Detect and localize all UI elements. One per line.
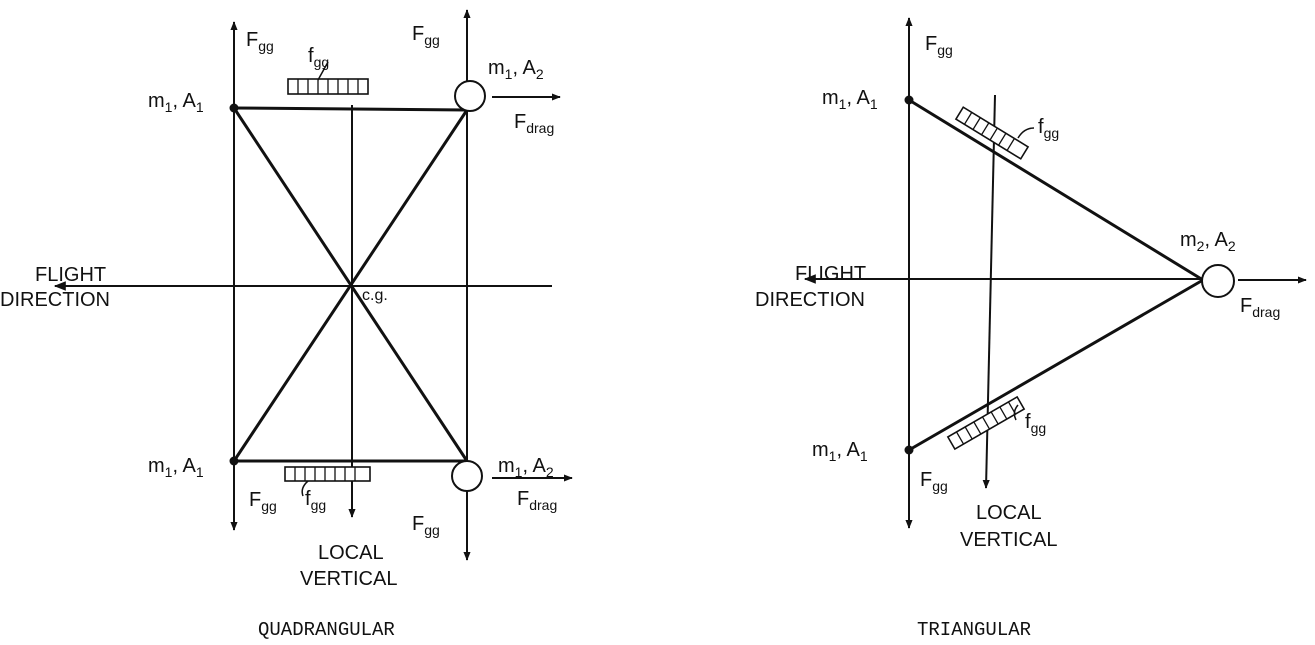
quad-mass-m1-bottom-left: [229, 456, 239, 466]
quad-label-m1-a2-top: m1, A2: [488, 57, 544, 82]
tri-caption: TRIANGULAR: [917, 619, 1031, 641]
tri-label-m1-a1-bottom: m1, A1: [812, 439, 868, 464]
quad-label-local: LOCAL: [318, 542, 384, 564]
quad-boom-top-icon: [287, 78, 369, 95]
quad-label-fgg-boom-bottom: fgg: [305, 488, 326, 513]
tri-boom-bottom-icon: [946, 395, 1026, 451]
tri-label-vertical: VERTICAL: [960, 529, 1057, 551]
quad-mass-m1-top-right: [454, 80, 486, 112]
tri-bottom-tether: [908, 278, 1204, 452]
quad-label-fdrag-top: Fdrag: [514, 111, 554, 136]
tri-top-tether: [908, 98, 1204, 282]
tri-mass-m1-bottom: [904, 445, 914, 455]
quad-fgg-bottom-leader: [301, 480, 309, 497]
quad-label-flight: FLIGHT: [35, 264, 106, 286]
quad-label-fgg-top-left: Fgg: [246, 29, 274, 54]
tri-label-fgg-boom-bottom: fgg: [1025, 411, 1046, 436]
quad-label-fdrag-bottom: Fdrag: [517, 488, 557, 513]
quad-fgg-top-leader: [317, 61, 329, 81]
quad-label-m1-a1-bottom: m1, A1: [148, 455, 204, 480]
tri-mass-m2: [1201, 264, 1235, 298]
quad-label-cg: c.g.: [362, 287, 388, 304]
triangular-diagram: Fgg m1, A1 fgg m2, A2 Fdrag FLIGHT DIREC…: [755, 17, 1307, 641]
tri-fgg-top-leader: [1017, 127, 1035, 139]
tri-label-fgg-bottom: Fgg: [920, 469, 948, 494]
tri-boom-top-icon: [954, 106, 1030, 160]
tri-label-direction: DIRECTION: [755, 289, 865, 311]
quad-label-fgg-bottom-right: Fgg: [412, 513, 440, 538]
quad-label-fgg-top-right: Fgg: [412, 23, 440, 48]
tri-label-fgg-boom-top: fgg: [1038, 116, 1059, 141]
quadrangular-diagram: Fgg fgg Fgg m1, A1 m1, A2 Fdrag FLIGHT D…: [0, 9, 573, 641]
tri-label-fdrag: Fdrag: [1240, 295, 1280, 320]
quad-label-direction: DIRECTION: [0, 289, 110, 311]
quad-mass-m1-bottom-right: [451, 460, 483, 492]
tri-fgg-bottom-leader: [1013, 404, 1019, 421]
quad-boom-bottom-icon: [284, 466, 371, 482]
tri-label-m2-a2: m2, A2: [1180, 229, 1236, 254]
tri-label-m1-a1-top: m1, A1: [822, 87, 878, 112]
tri-label-flight: FLIGHT: [795, 263, 866, 285]
quad-label-vertical: VERTICAL: [300, 568, 397, 590]
quad-label-fgg-boom-top: fgg: [308, 45, 329, 70]
tri-label-local: LOCAL: [976, 502, 1042, 524]
quad-top-tether: [233, 106, 468, 112]
quad-label-m1-a1-top: m1, A1: [148, 90, 204, 115]
tri-mass-m1-top: [904, 95, 914, 105]
quad-label-m1-a2-bottom: m1, A2: [498, 455, 554, 480]
quad-label-fgg-bottom-left: Fgg: [249, 489, 277, 514]
quad-mass-m1-top-left: [229, 103, 239, 113]
tri-label-fgg-top: Fgg: [925, 33, 953, 58]
quad-caption: QUADRANGULAR: [258, 619, 395, 641]
